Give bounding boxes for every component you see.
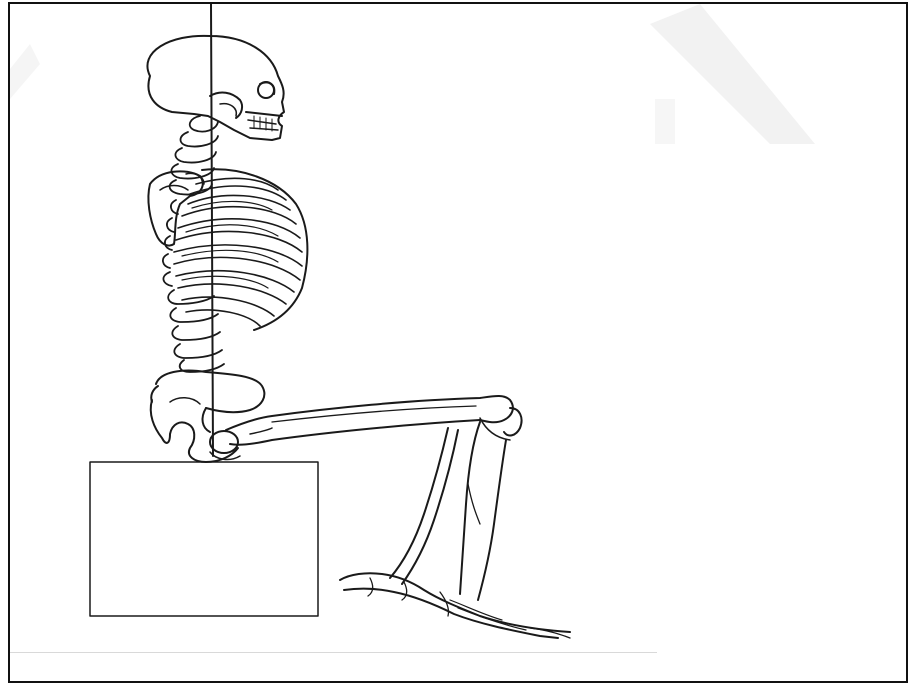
rib-cage [174,169,307,330]
seat-box [90,462,318,616]
skull [147,36,284,140]
patella [480,408,522,440]
pelvis [151,371,265,463]
tibia [460,422,506,600]
line-of-gravity [211,4,213,456]
foot [340,573,570,638]
figure-frame [8,2,908,683]
skeleton-diagram [10,4,906,681]
fibula [390,428,458,584]
watermark-shape [10,4,815,144]
femur [226,396,513,445]
